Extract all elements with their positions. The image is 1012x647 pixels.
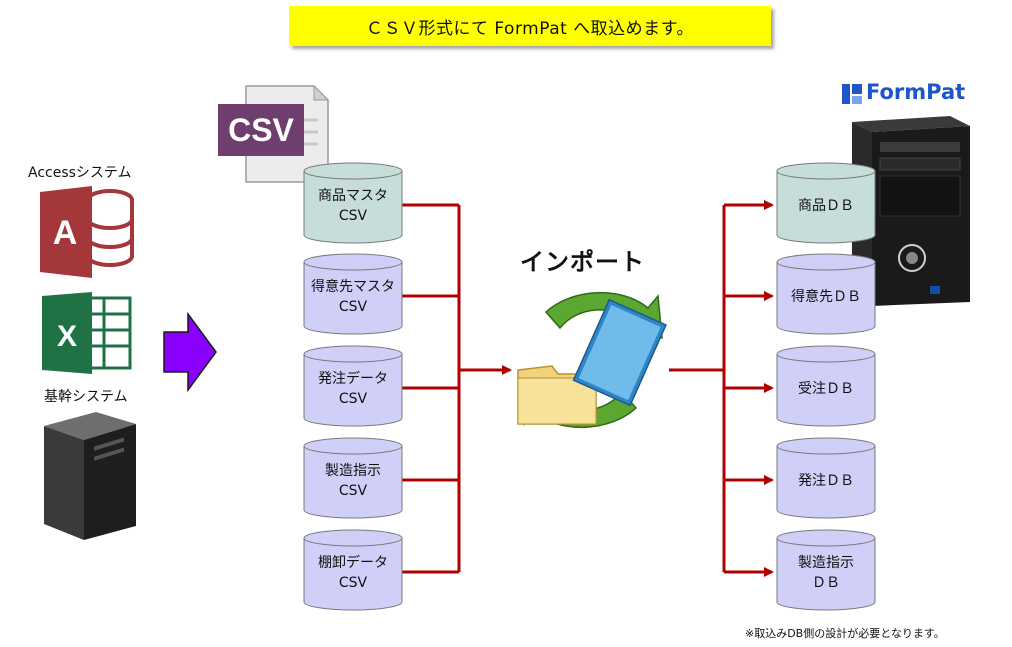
db-cylinder: 商品ＤＢ [776,162,876,244]
access-system-label: Accessシステム [28,165,132,181]
csv-cylinder: 得意先マスタ CSV [303,253,403,335]
right-arrow-icon [163,312,217,392]
formpat-logo-icon [842,84,862,104]
csv-name: 製造指示 [325,463,381,479]
csv-name: 棚卸データ [318,555,388,571]
db-suffix: ＤＢ [812,575,840,591]
excel-icon: X [42,292,132,374]
db-name: 製造指示 [798,555,854,571]
db-name: 得意先ＤＢ [791,289,861,305]
csv-type: CSV [338,391,368,407]
import-label: インポート [520,248,645,276]
csv-type: CSV [338,575,368,591]
csv-badge-label: CSV [228,111,294,148]
access-icon: A [40,186,134,278]
svg-text:A: A [53,214,78,252]
title-banner: ＣＳＶ形式にて FormPat へ取込めます。 [289,6,771,46]
csv-cylinder: 商品マスタ CSV [303,162,403,244]
footnote: ※取込みDB側の設計が必要となります。 [745,627,945,640]
core-system-label: 基幹システム [44,389,128,405]
csv-file-icon [218,84,330,183]
csv-cylinder: 棚卸データ CSV [303,529,403,611]
csv-cylinder: 製造指示 CSV [303,437,403,519]
csv-name: 商品マスタ [318,188,388,204]
csv-name: 得意先マスタ [311,279,395,295]
csv-name: 発注データ [318,371,388,387]
svg-text:X: X [57,320,77,353]
db-name: 受注ＤＢ [798,381,854,397]
server-tower-icon [44,412,136,540]
import-sync-icon [517,291,667,429]
formpat-brand-label: FormPat [866,80,966,104]
csv-type: CSV [338,299,368,315]
csv-type: CSV [338,483,368,499]
csv-type: CSV [338,208,368,224]
db-cylinder: 受注ＤＢ [776,345,876,427]
csv-cylinder: 発注データ CSV [303,345,403,427]
db-cylinder: 発注ＤＢ [776,437,876,519]
db-cylinder: 得意先ＤＢ [776,253,876,335]
db-name: 発注ＤＢ [798,473,854,489]
db-name: 商品ＤＢ [798,198,854,214]
db-cylinder: 製造指示 ＤＢ [776,529,876,611]
